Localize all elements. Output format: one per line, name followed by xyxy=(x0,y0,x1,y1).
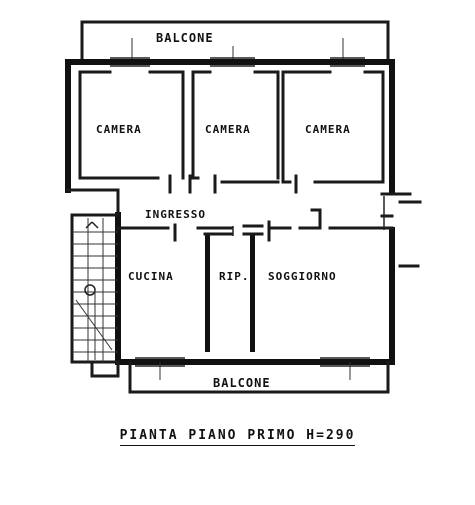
label-entrance: INGRESSO xyxy=(145,208,206,221)
balcony-top-outline xyxy=(80,20,390,62)
entry-marks-right xyxy=(380,192,422,268)
exterior-walls xyxy=(65,59,395,365)
bedroom-partitions xyxy=(78,70,385,194)
label-balcony-bottom: BALCONE xyxy=(213,376,271,390)
label-kitchen: CUCINA xyxy=(128,270,174,283)
plan-caption: PIANTA PIANO PRIMO H=290 xyxy=(0,428,475,446)
balcony-bottom-outline xyxy=(90,357,390,394)
label-bedroom-left: CAMERA xyxy=(96,123,142,136)
label-balcony-top: BALCONE xyxy=(156,31,214,45)
label-bedroom-right: CAMERA xyxy=(305,123,351,136)
plan-caption-text: PIANTA PIANO PRIMO H=290 xyxy=(119,428,356,446)
label-bedroom-middle: CAMERA xyxy=(205,123,251,136)
staircase xyxy=(70,213,120,364)
window-marks-top xyxy=(110,57,365,67)
corridor-partitions xyxy=(116,208,394,352)
label-living-room: SOGGIORNO xyxy=(268,270,337,283)
label-storage: RIP. xyxy=(219,270,250,283)
